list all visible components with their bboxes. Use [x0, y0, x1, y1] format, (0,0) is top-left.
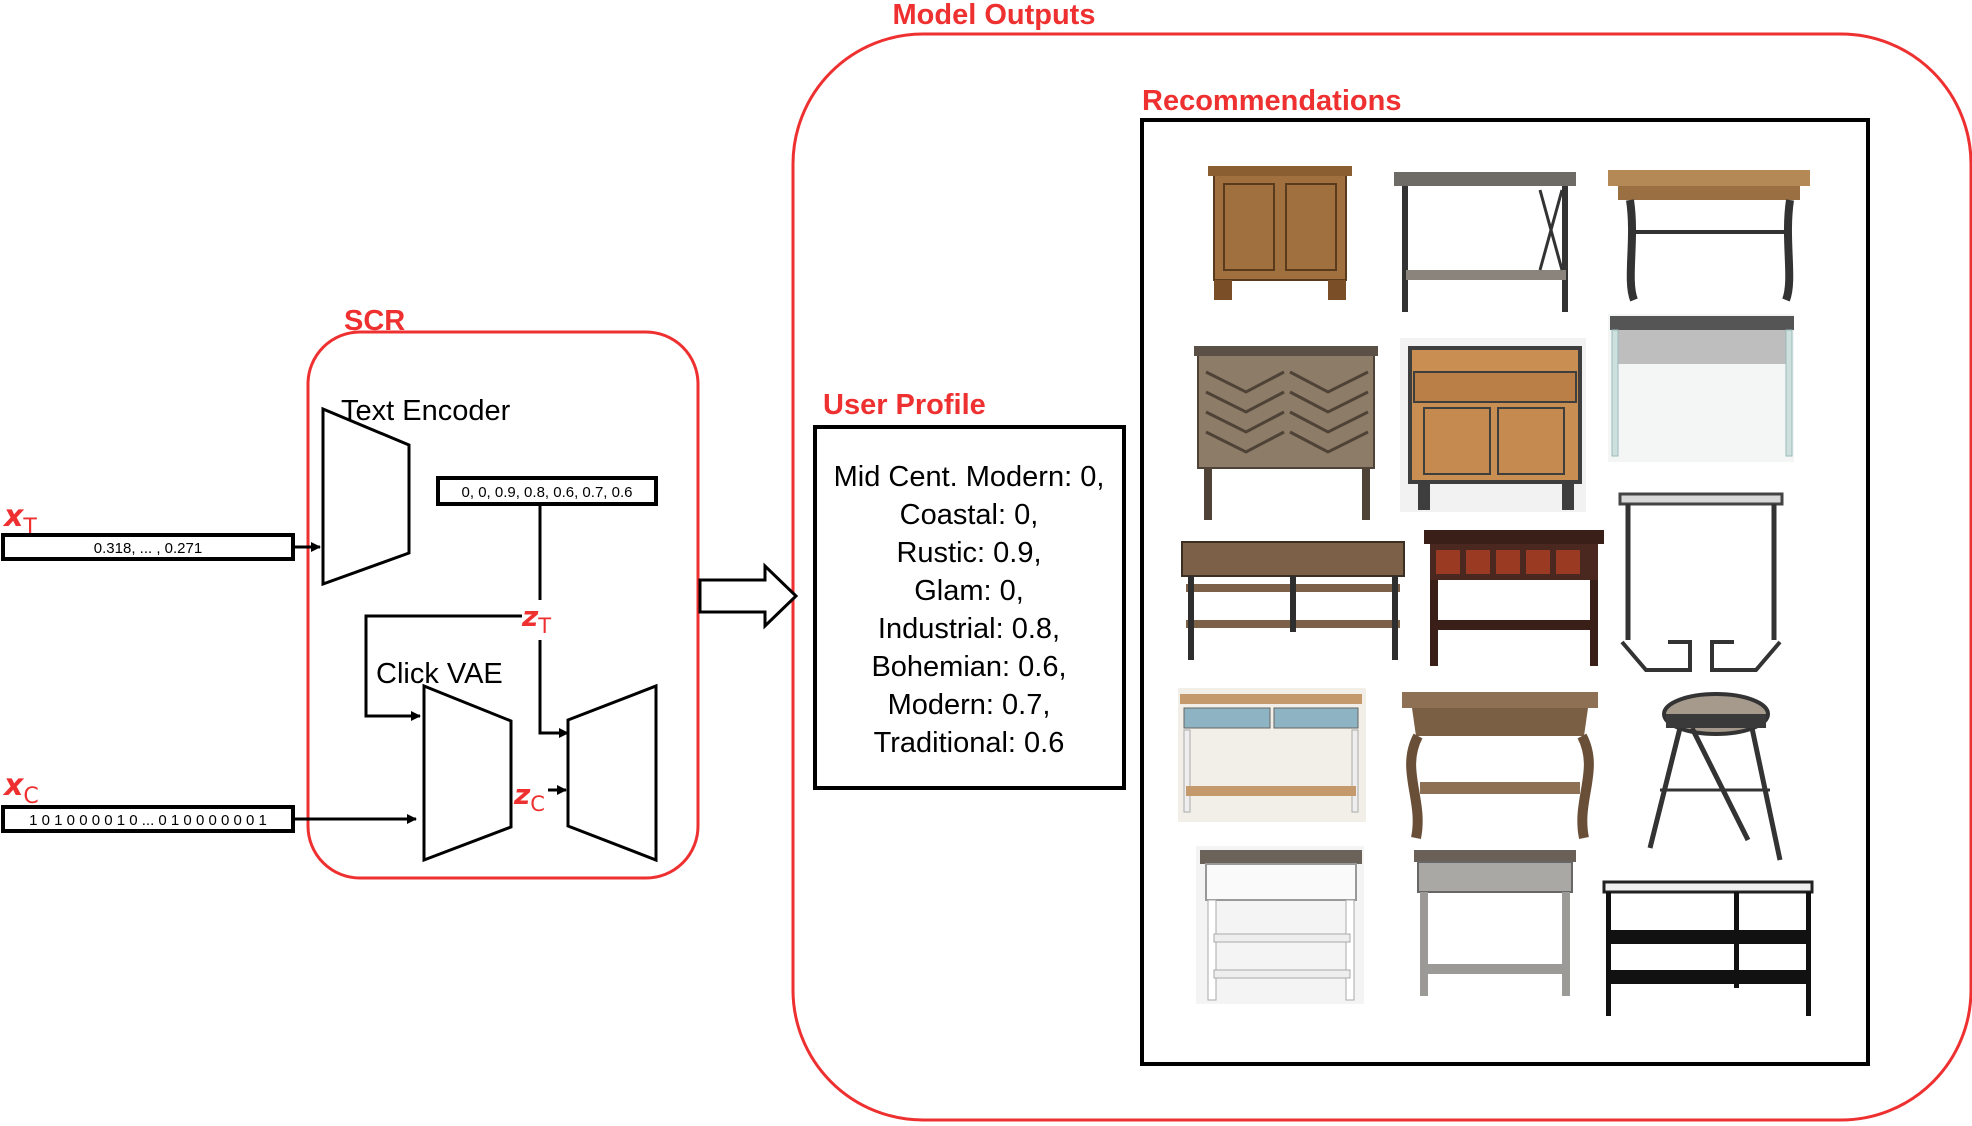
profile-line: Traditional: 0.6: [874, 727, 1065, 759]
xc-symbol: xC: [2, 768, 39, 809]
metal-console-table-icon: [1394, 172, 1576, 312]
click-vae-encoder-shape: [422, 683, 513, 863]
model-outputs-container: [791, 32, 1972, 1122]
zt-feedback-arrow: [364, 614, 522, 721]
white-nightstand-icon: [1196, 846, 1364, 1004]
glass-console-table-icon: [1608, 314, 1794, 462]
user-profile-box: [813, 425, 1126, 790]
square-side-table-icon: [1618, 492, 1784, 672]
scr-title: SCR: [344, 305, 405, 337]
black-console-shelf-icon: [1602, 880, 1814, 1016]
zt-to-decoder-arrow: [538, 640, 569, 738]
recommendations-grid: [1178, 166, 1814, 1016]
zt-symbol: zT: [521, 600, 551, 638]
profile-line: Coastal: 0,: [900, 499, 1039, 531]
click-vae-label: Click VAE: [376, 658, 503, 690]
text-encoder-shape: [321, 406, 411, 587]
text-encoder-label: Text Encoder: [341, 395, 511, 427]
xt-vector-text: 0.318, ... , 0.271: [94, 540, 202, 557]
industrial-desk-icon: [1608, 170, 1810, 302]
xt-vector-box: [1, 533, 295, 561]
model-outputs-title: Model Outputs: [893, 0, 1096, 31]
profile-line: Glam: 0,: [914, 575, 1024, 607]
round-side-table-icon: [1647, 692, 1783, 861]
wood-cabinet-icon: [1208, 166, 1352, 300]
profile-line: Modern: 0.7,: [888, 689, 1051, 721]
profile-line: Rustic: 0.9,: [896, 537, 1041, 569]
click-vae-decoder-shape: [566, 683, 658, 863]
wood-sideboard-icon: [1400, 338, 1586, 512]
scr-container: [306, 330, 700, 880]
recommendations-title: Recommendations: [1142, 85, 1401, 117]
zc-symbol: zC: [513, 778, 545, 816]
chevron-cabinet-icon: [1194, 346, 1378, 520]
profile-line: Bohemian: 0.6,: [871, 651, 1066, 683]
grey-console-table-icon: [1414, 850, 1576, 996]
text-embedding-text: 0, 0, 0.9, 0.8, 0.6, 0.7, 0.6: [462, 484, 633, 501]
user-profile-title: User Profile: [823, 389, 986, 421]
profile-line: Mid Cent. Modern: 0,: [834, 461, 1105, 493]
text-embedding-box: [436, 476, 658, 506]
user-profile-list: Mid Cent. Modern: 0, Coastal: 0, Rustic:…: [834, 461, 1105, 759]
xc-vector-text: 1 0 1 0 0 0 0 1 0 ... 0 1 0 0 0 0 0 0 1: [29, 812, 267, 829]
scr-to-profile-arrow: [698, 562, 799, 630]
three-tier-console-icon: [1181, 541, 1405, 660]
painted-drawer-console-icon: [1178, 688, 1366, 822]
carved-console-table-icon: [1402, 692, 1598, 840]
profile-line: Industrial: 0.8,: [878, 613, 1060, 645]
drawer-console-table-icon: [1424, 530, 1604, 666]
